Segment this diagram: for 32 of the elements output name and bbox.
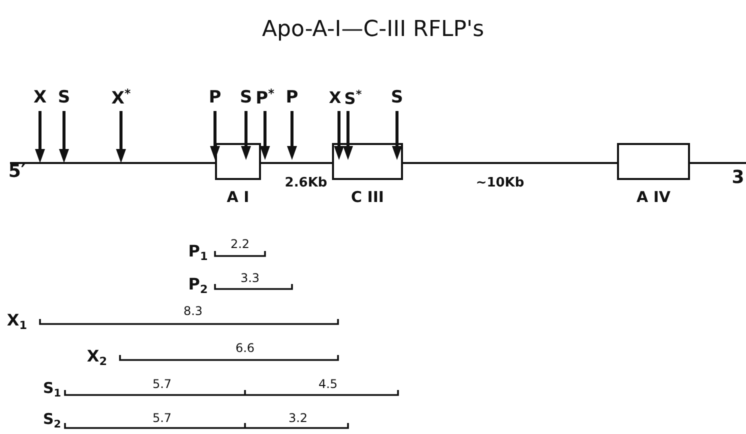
gene-label: A IV	[636, 190, 671, 205]
fragment-label: P$_{1}$	[188, 244, 208, 262]
fragment-size: 5.7	[152, 378, 172, 390]
site-label: S	[58, 90, 70, 106]
site-label: S	[240, 90, 252, 106]
gene-label: A I	[226, 190, 250, 205]
fragment-label: X$_{2}$	[86, 348, 108, 368]
fragment-size: 2.2	[230, 238, 250, 250]
gene-label: C III	[351, 190, 384, 205]
fragment-label: P$_{2}$	[188, 276, 208, 296]
fragment-label: S$_{1}$	[42, 381, 62, 399]
site-label: X	[328, 90, 342, 106]
end-label: 5′	[8, 163, 26, 181]
site-label: P	[208, 90, 222, 106]
fragment-label: S$_{2}$	[42, 412, 62, 430]
title: Apo-A-I—C-III RFLP's	[262, 19, 484, 41]
fragment-size: 5.7	[152, 412, 172, 424]
fragment-size: 3.2	[288, 412, 308, 424]
fragment-label: X$_{1}$	[6, 312, 28, 332]
fragment-size: 6.6	[235, 342, 255, 354]
site-label: S	[390, 90, 404, 106]
site-label: X	[33, 90, 47, 106]
site-label: X$^{*}$	[111, 88, 131, 108]
fragment-size: 8.3	[183, 305, 203, 317]
fragment-size: 4.5	[318, 378, 338, 390]
distance-label: 2.6Kb	[284, 176, 328, 190]
site-label: P	[286, 90, 298, 106]
fragment-size: 3.3	[240, 272, 260, 284]
site-label: P$^{*}$	[256, 88, 274, 108]
distance-label: ∼10Kb	[476, 176, 524, 190]
end-label: 3	[732, 169, 744, 187]
site-label: S$^{*}$	[344, 89, 362, 107]
